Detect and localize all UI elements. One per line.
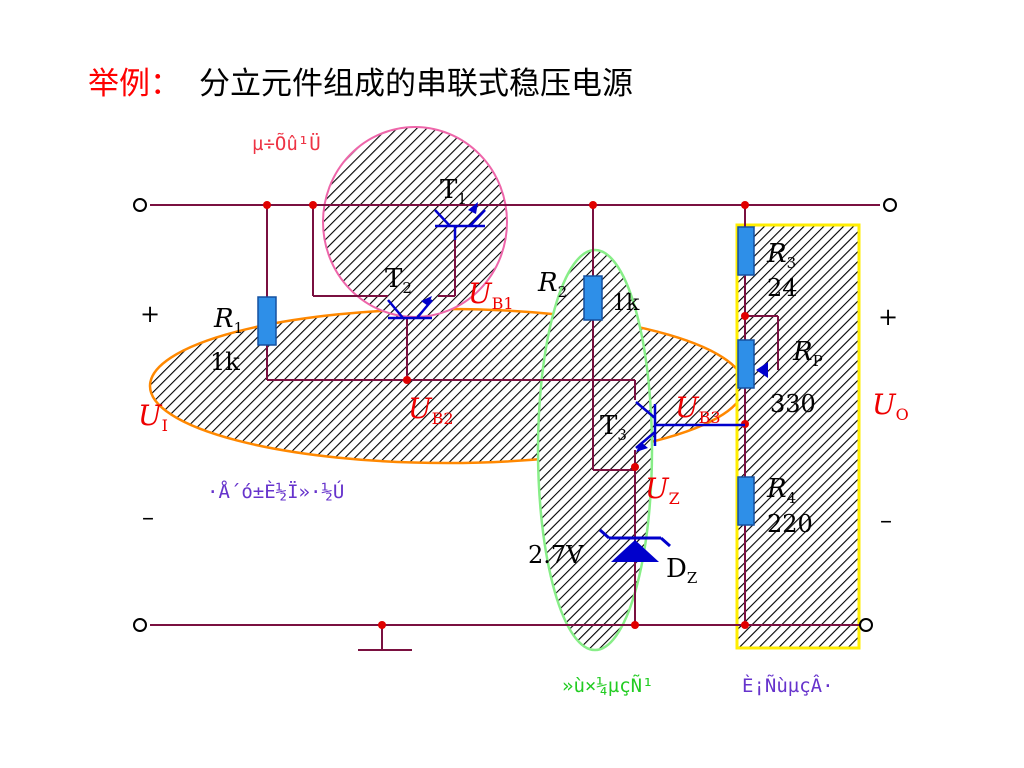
label-ub3: UB3 (675, 391, 721, 427)
adjust-label: µ÷Õû¹Ü (252, 132, 321, 155)
value-rp: 330 (770, 390, 816, 418)
t2-emitter-arrow-icon (421, 296, 432, 306)
terminal-out-top (883, 198, 897, 212)
value-r2: 1k (612, 291, 640, 316)
page-title: 举例： 分立元件组成的串联式稳压电源 (88, 58, 633, 103)
label-t1: T1 (440, 175, 467, 208)
label-uo: UO (872, 388, 909, 424)
resistor-r2 (583, 275, 603, 321)
sampling-region (735, 223, 861, 650)
transistor-t2-icon (387, 299, 433, 320)
sampling-label: È¡ÑùµçÂ· (742, 674, 834, 697)
node-r2-top (589, 201, 597, 209)
node-r4-bottom (741, 621, 749, 629)
node-uz (631, 463, 639, 471)
output-plus: + (878, 303, 898, 331)
transistor-t3-icon (635, 401, 680, 449)
value-r3: 24 (767, 274, 798, 302)
value-r4: 220 (767, 510, 813, 538)
terminal-out-bottom (859, 618, 873, 632)
output-minus: – (880, 506, 892, 534)
title-prefix: 举例： (88, 66, 181, 102)
label-ub2: UB2 (408, 392, 454, 428)
t1-emitter-arrow-icon (468, 202, 478, 214)
wires (150, 204, 880, 651)
reference-region (536, 248, 654, 652)
transistor-t1-icon (434, 209, 486, 240)
label-r3: R3 (766, 239, 796, 272)
label-uz: UZ (645, 472, 680, 508)
terminal-in-top (133, 198, 147, 212)
potentiometer-wiper-icon (756, 362, 768, 378)
title-text: 分立元件组成的串联式稳压电源 (199, 66, 633, 102)
zener-diode-icon (599, 528, 671, 562)
node-r3-top (741, 201, 749, 209)
node-ground (378, 621, 386, 629)
label-r1: R1 (213, 304, 243, 337)
node-dz-bottom (631, 621, 639, 629)
input-minus: – (142, 503, 154, 531)
node-r1-top (263, 201, 271, 209)
value-dz: 2.7V (528, 541, 584, 569)
resistor-r1 (257, 296, 277, 346)
label-t3: T3 (600, 411, 627, 444)
node-rp-top (741, 312, 749, 320)
node-t2-top (309, 201, 317, 209)
label-r2: R2 (537, 268, 567, 301)
resistor-r4 (737, 476, 755, 526)
label-rp: RP (792, 337, 823, 370)
reference-label: »ù×¼µçÑ¹ (562, 674, 654, 697)
label-r4: R4 (766, 474, 796, 507)
potentiometer-rp (737, 339, 755, 389)
node-ub2 (403, 376, 411, 384)
input-plus: + (140, 300, 160, 328)
label-dz: DZ (666, 554, 697, 587)
label-ui: UI (138, 399, 168, 435)
label-ub1: UB1 (468, 277, 514, 313)
t3-emitter-arrow-icon (636, 442, 648, 452)
resistor-r3 (737, 226, 755, 276)
terminal-in-bottom (133, 618, 147, 632)
amplify-label: ·Å´ó±È½Ï»·½Ú (207, 479, 344, 503)
label-t2: T2 (385, 264, 412, 297)
value-r1: 1k (210, 348, 240, 376)
